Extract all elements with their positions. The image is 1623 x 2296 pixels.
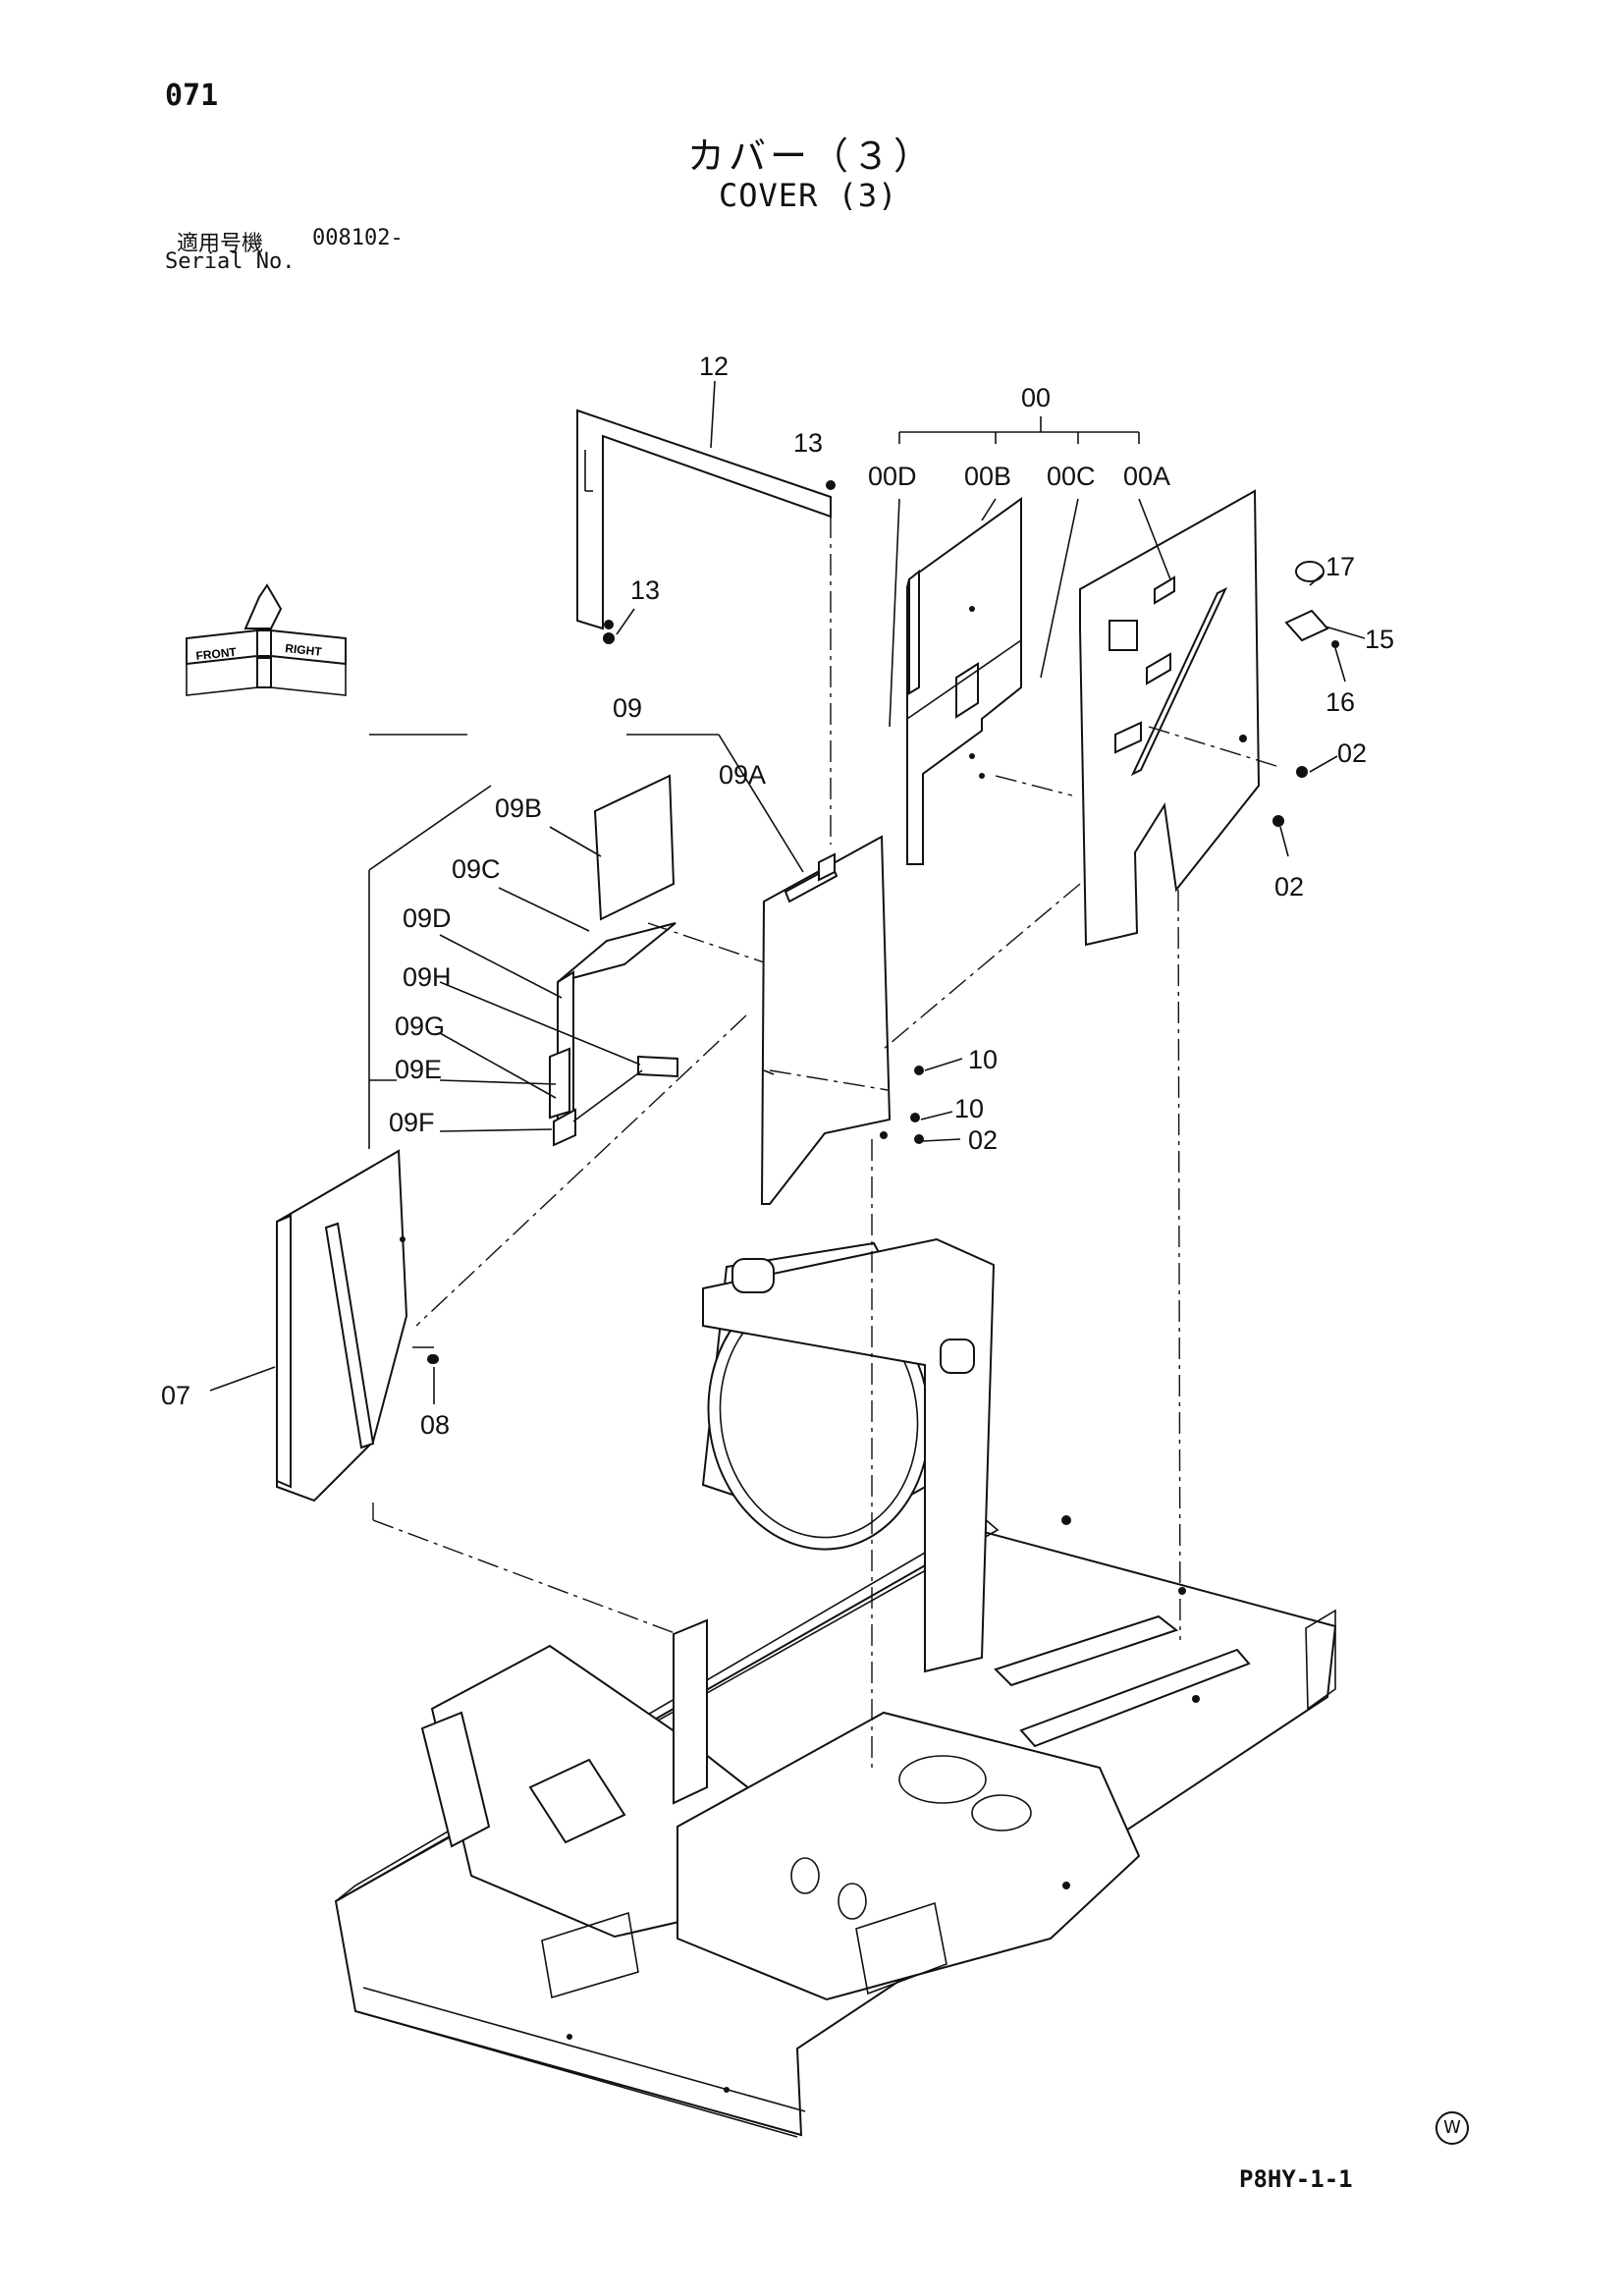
part-00-stacked-panels (906, 497, 1022, 865)
callout-17: 17 (1325, 552, 1355, 581)
callout-13-top: 13 (793, 428, 823, 458)
part-12-frame-cover (576, 409, 832, 845)
callout-02-middle: 02 (968, 1125, 998, 1155)
assembly-center-lines (372, 726, 1277, 1768)
document-code: P8HY-1-1 (1239, 2165, 1353, 2193)
callout-09G: 09G (395, 1011, 445, 1041)
callout-09B: 09B (495, 793, 542, 823)
leader-lines (209, 380, 1366, 1404)
orientation-right-label: RIGHT (285, 641, 323, 659)
callout-16: 16 (1325, 687, 1355, 717)
callout-00B: 00B (964, 462, 1011, 491)
callout-09C: 09C (452, 854, 501, 884)
callout-labels: 12 13 13 00 00D 00B 00C 00A 17 15 16 02 … (161, 352, 1394, 1440)
callout-13-left: 13 (630, 575, 660, 605)
w-symbol-mark: W (1435, 2111, 1469, 2145)
orientation-front-label: FRONT (195, 645, 238, 663)
part-07-side-panel (276, 1149, 437, 1503)
callout-07: 07 (161, 1381, 190, 1410)
callout-02-right: 02 (1337, 738, 1367, 768)
fastener-hardware (429, 480, 1339, 1364)
page-number: 071 (165, 79, 219, 113)
callout-02-lower-right: 02 (1274, 872, 1304, 902)
part-09A-middle-panel (760, 835, 892, 1205)
callout-15: 15 (1365, 625, 1394, 654)
callout-09F: 09F (389, 1108, 435, 1137)
callout-09D: 09D (403, 903, 452, 933)
serial-number-value: 008102- (312, 226, 404, 250)
callout-09H: 09H (403, 962, 452, 992)
serial-label-english: Serial No. (165, 249, 296, 274)
base-frame-structure (334, 1237, 1337, 2138)
callout-09A: 09A (719, 760, 766, 790)
part-00A-right-panel (1079, 489, 1261, 947)
callout-09: 09 (613, 693, 642, 723)
callout-12: 12 (699, 352, 729, 381)
title-english: COVER (3) (719, 177, 898, 214)
callout-00D: 00D (868, 462, 917, 491)
callout-00C: 00C (1047, 462, 1096, 491)
part-09-bracket-assembly (549, 774, 678, 1147)
callout-10-upper: 10 (968, 1045, 998, 1074)
orientation-icon: FRONT RIGHT (186, 583, 347, 696)
callout-00A: 00A (1123, 462, 1170, 491)
callout-10-lower: 10 (954, 1094, 984, 1123)
title-japanese: カバー（３） (687, 135, 936, 178)
callout-08: 08 (420, 1410, 450, 1440)
callout-09E: 09E (395, 1055, 442, 1084)
serial-label-japanese: 適用号機 (177, 232, 264, 256)
callout-00: 00 (1021, 383, 1051, 412)
